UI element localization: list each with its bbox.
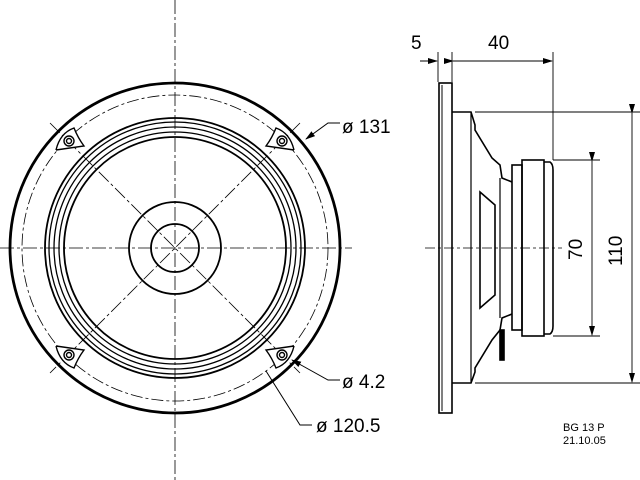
dust-cap-inner bbox=[150, 223, 200, 273]
outer-frame-circle bbox=[8, 81, 342, 415]
mounting-hole bbox=[264, 345, 295, 369]
magnet-back-plate bbox=[544, 161, 554, 335]
basket-diameter-label: 110 bbox=[606, 236, 627, 266]
basket-window bbox=[479, 190, 496, 310]
dust-cap-outer bbox=[128, 201, 222, 295]
surround-ring bbox=[44, 117, 306, 379]
date-label: 21.10.05 bbox=[563, 435, 606, 447]
hole-diameter-label: ø 4.2 bbox=[342, 372, 385, 393]
flange-thickness-label: 5 bbox=[411, 33, 422, 54]
leader-mounting-circle bbox=[265, 370, 312, 426]
outer-diameter-label: ø 131 bbox=[342, 117, 391, 138]
mounting-hole bbox=[55, 345, 86, 369]
mounting-holes bbox=[55, 127, 295, 369]
side-dimensions bbox=[420, 52, 640, 384]
mounting-hole bbox=[55, 127, 86, 151]
surround-ring bbox=[58, 131, 292, 365]
mounting-circle-label: ø 120.5 bbox=[316, 416, 380, 437]
surround-ring bbox=[53, 126, 297, 370]
magnet bbox=[521, 159, 545, 337]
magnet-diameter-label: 70 bbox=[566, 239, 587, 260]
basket bbox=[452, 111, 513, 384]
terminal bbox=[499, 329, 505, 361]
depth-label: 40 bbox=[488, 33, 509, 54]
flange bbox=[438, 82, 453, 414]
model-label: BG 13 P bbox=[563, 422, 605, 434]
diagonal-centerlines bbox=[49, 122, 301, 374]
leader-hole-diameter bbox=[291, 359, 340, 381]
front-view bbox=[0, 0, 352, 480]
side-view bbox=[425, 82, 562, 414]
cone-edge bbox=[63, 136, 287, 360]
mounting-circle bbox=[21, 94, 329, 402]
magnet-plate bbox=[511, 164, 523, 331]
leader-outer-diameter bbox=[305, 122, 340, 140]
surround-ring bbox=[48, 121, 302, 375]
mounting-hole bbox=[264, 127, 295, 151]
